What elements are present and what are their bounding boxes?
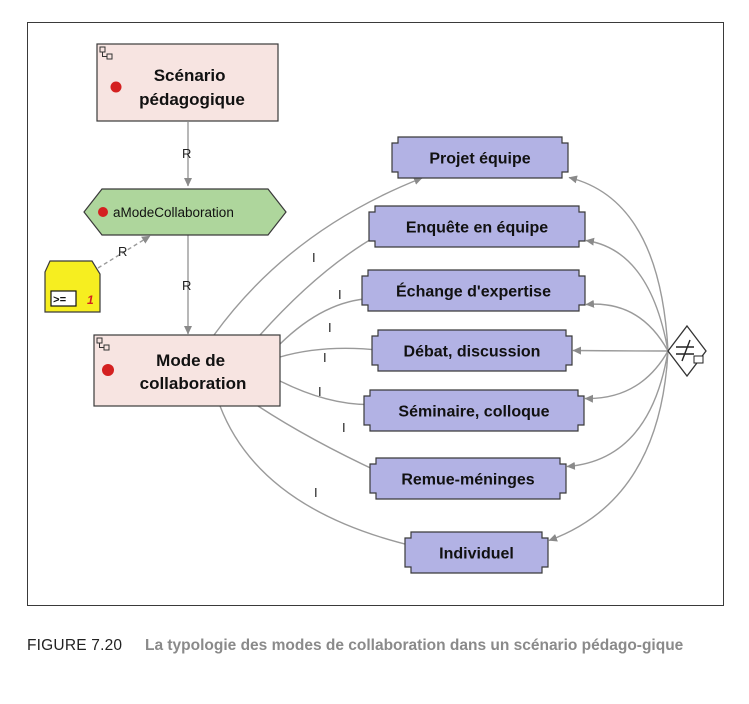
edge-disjoint-individuel [548, 350, 669, 542]
edge-instance-projet-equipe [213, 177, 423, 336]
label-i-echange-d-expertise: I [328, 320, 332, 335]
type-label: Échange d'expertise [396, 282, 551, 301]
edge-disjoint-echange-d-expertise [585, 299, 669, 352]
edge-instance-debat-discussion [279, 345, 383, 358]
red-dot-icon [110, 81, 122, 93]
type-box [368, 205, 586, 248]
node-type-enquete-en-equipe[interactable]: Enquête en équipe [368, 205, 586, 248]
label-i-remue-meninges: I [342, 420, 346, 435]
edge-disjoint-enquete-en-equipe [585, 237, 669, 352]
label-i-projet-equipe: I [312, 250, 316, 265]
node-type-projet-equipe[interactable]: Projet équipe [391, 136, 569, 179]
edge-instance-seminaire-colloque [279, 380, 375, 409]
type-box [371, 329, 573, 372]
mode-label-line2: collaboration [140, 374, 247, 393]
label-i-debat-discussion: I [323, 350, 327, 365]
edge-instance-individuel [219, 405, 416, 549]
mode-label-line1: Mode de [156, 351, 225, 370]
hierarchy-icon [99, 46, 113, 60]
node-amode[interactable]: aModeCollaboration [83, 188, 287, 236]
red-dot-icon [98, 207, 108, 217]
node-scenario[interactable]: Scénario pédagogique [96, 43, 279, 122]
label-i-individuel: I [314, 485, 318, 500]
node-condition[interactable]: >= 1 [44, 260, 101, 313]
edge-disjoint-debat-discussion [572, 346, 669, 355]
node-mode[interactable]: Mode de collaboration [93, 334, 281, 407]
node-type-echange-d-expertise[interactable]: Échange d'expertise [361, 269, 586, 312]
node-type-individuel[interactable]: Individuel [404, 531, 549, 574]
edge-instance-echange-d-expertise [279, 294, 373, 345]
scenario-label-line1: Scénario [154, 66, 226, 85]
label-r-condition: R [118, 244, 127, 259]
amode-label: aModeCollaboration [113, 205, 234, 220]
red-dot-icon [102, 364, 114, 376]
caption-number: FIGURE 7.20 [27, 637, 123, 654]
node-type-remue-meninges[interactable]: Remue-méninges [369, 457, 567, 500]
edge-instance-enquete-en-equipe [259, 233, 380, 336]
scenario-label: Scénario pédagogique [139, 66, 245, 109]
type-box [361, 269, 586, 312]
edge-disjoint-seminaire-colloque [584, 350, 669, 403]
type-box [369, 457, 567, 500]
condition-value: 1 [87, 293, 94, 307]
label-r-amode-mode: R [182, 278, 191, 293]
not-equal-diamond-icon[interactable] [667, 324, 707, 378]
type-label: Séminaire, colloque [398, 404, 549, 421]
type-box [363, 389, 585, 432]
type-label: Enquête en équipe [406, 220, 548, 237]
type-label: Débat, discussion [404, 344, 541, 361]
node-type-debat-discussion[interactable]: Débat, discussion [371, 329, 573, 372]
mode-label: Mode de collaboration [140, 351, 247, 393]
edge-disjoint-remue-meninges [566, 350, 669, 470]
condition-operator: >= [53, 295, 67, 307]
label-i-enquete-en-equipe: I [338, 287, 342, 302]
edge-condition-amode [97, 235, 151, 269]
edge-disjoint-projet-equipe [568, 175, 669, 352]
type-label: Projet équipe [429, 151, 530, 168]
scenario-label-line2: pédagogique [139, 90, 245, 109]
node-type-seminaire-colloque[interactable]: Séminaire, colloque [363, 389, 585, 432]
label-i-seminaire-colloque: I [318, 384, 322, 399]
type-box [404, 531, 549, 574]
edge-instance-remue-meninges [257, 405, 381, 474]
hierarchy-icon [96, 337, 110, 351]
type-label: Individuel [439, 546, 514, 563]
label-r-scenario-amode: R [182, 146, 191, 161]
type-box [391, 136, 569, 179]
caption-text: La typologie des modes de collaboration … [145, 637, 684, 654]
type-label: Remue-méninges [401, 472, 534, 489]
